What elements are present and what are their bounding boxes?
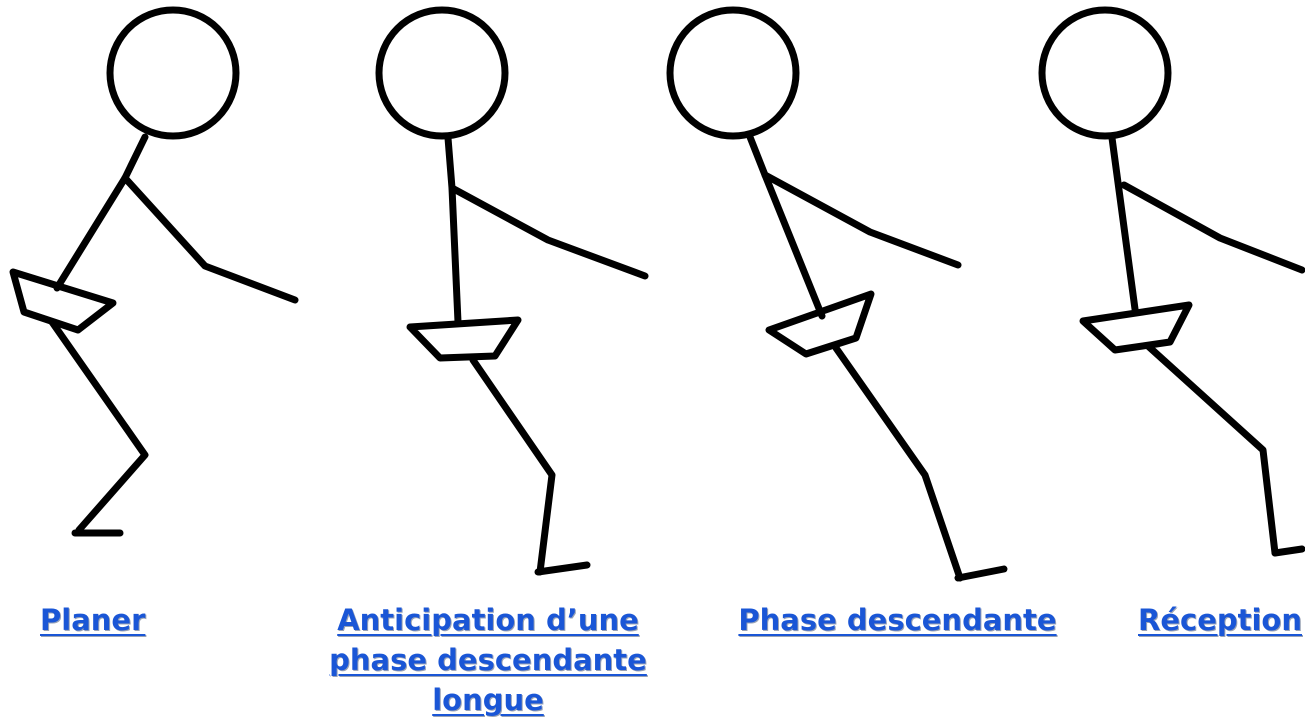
figure-planer-body — [53, 133, 149, 292]
figure-anticipation-body — [444, 134, 462, 326]
figure-reception-foot — [1271, 545, 1305, 557]
figure-anticipation-hip — [406, 316, 522, 362]
figure-planer-hip — [9, 268, 117, 334]
figure-descendante-leg — [832, 344, 964, 582]
figure-reception-arm — [1120, 181, 1305, 274]
caption-anticipation-link[interactable]: Anticipation d’une phase descendante lon… — [329, 603, 647, 717]
figure-descendante-arm — [761, 171, 962, 269]
figure-reception-head — [1038, 6, 1172, 140]
figure-reception-leg — [1144, 342, 1279, 557]
skier-phase-figures — [9, 6, 1305, 582]
figure-anticipation — [375, 6, 649, 576]
figure-planer-head — [106, 6, 240, 140]
figure-planer-leg — [48, 318, 149, 534]
figure-reception-hip — [1079, 301, 1193, 354]
figure-anticipation-arm — [448, 184, 649, 280]
caption-planer-link[interactable]: Planer — [40, 603, 146, 637]
figure-planer-arm — [121, 174, 299, 304]
figure-reception — [1038, 6, 1305, 557]
caption-phase-descendante-link[interactable]: Phase descendante — [738, 603, 1057, 637]
figure-descendante-foot — [954, 565, 1008, 582]
figure-reception-body — [1108, 134, 1139, 313]
caption-reception-link[interactable]: Réception — [1138, 603, 1302, 637]
figure-descendante-head — [666, 6, 800, 140]
figure-descendante-body — [746, 133, 826, 320]
figure-descendante-hip — [765, 290, 875, 358]
figure-planer — [9, 6, 299, 537]
figure-anticipation-foot — [534, 561, 591, 576]
figure-anticipation-head — [375, 6, 509, 140]
figure-descendante — [666, 6, 1008, 582]
figure-anticipation-leg — [469, 356, 556, 576]
